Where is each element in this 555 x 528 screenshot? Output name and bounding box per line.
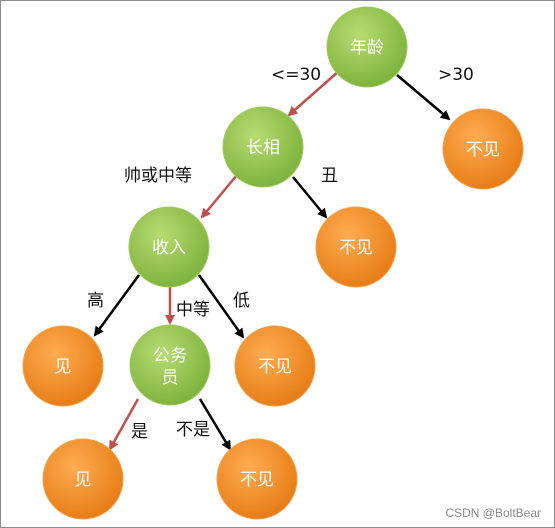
node-income: 收入 <box>128 206 210 288</box>
edge-label-cs-yes: 是 <box>131 422 148 442</box>
leaf-cs-yes: 见 <box>42 438 124 520</box>
leaf-age-over30-label: 不见 <box>466 140 500 160</box>
edge-income-low <box>197 274 245 339</box>
edge-label-income-low: 低 <box>233 291 250 311</box>
edge-label-cs-no: 不是 <box>176 420 210 440</box>
leaf-age-over30: 不见 <box>442 108 524 190</box>
edge-label-income-mid: 中等 <box>176 300 210 320</box>
node-civil-servant-label-line1: 公务 <box>153 346 187 366</box>
leaf-looks-ugly-label: 不见 <box>339 238 373 258</box>
node-income-label: 收入 <box>152 238 186 258</box>
watermark: CSDN @BoltBear <box>445 506 541 520</box>
edge-label-looks-handsome: 帅或中等 <box>124 166 192 186</box>
edge-looks-ugly <box>292 176 328 219</box>
node-civil-servant-label-line2: 员 <box>162 368 179 388</box>
leaf-cs-no: 不见 <box>216 438 298 520</box>
edge-label-age-gt30: >30 <box>438 65 474 85</box>
node-looks: 长相 <box>222 106 304 188</box>
leaf-cs-no-label: 不见 <box>240 470 274 490</box>
leaf-income-low: 不见 <box>234 325 316 407</box>
edge-looks-handsome <box>200 174 238 219</box>
edge-cs-no <box>198 398 232 451</box>
edge-label-income-high: 高 <box>87 291 104 311</box>
node-age: 年龄 <box>326 6 408 88</box>
edge-income-high <box>93 274 141 337</box>
edge-age-le30 <box>287 70 340 117</box>
leaf-income-high: 见 <box>22 325 104 407</box>
leaf-income-high-label: 见 <box>55 357 72 377</box>
leaf-cs-yes-label: 见 <box>75 470 92 490</box>
edge-label-age-le30: <=30 <box>271 65 321 85</box>
node-looks-label: 长相 <box>246 138 280 158</box>
edge-cs-yes <box>108 398 140 451</box>
leaf-income-low-label: 不见 <box>258 357 292 377</box>
node-civil-servant: 公务 员 <box>129 324 211 406</box>
edge-age-gt30 <box>396 74 451 121</box>
leaf-looks-ugly: 不见 <box>315 206 397 288</box>
edge-label-looks-ugly: 丑 <box>321 166 338 186</box>
node-age-label: 年龄 <box>350 38 384 58</box>
